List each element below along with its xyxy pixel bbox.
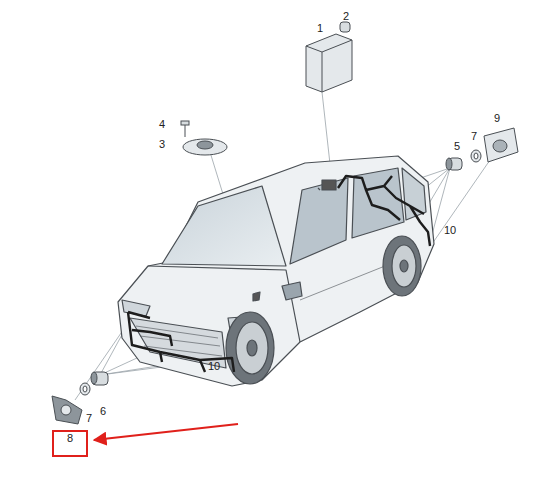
- callout-number: 5: [454, 140, 460, 152]
- pointer-arrow: [94, 424, 238, 440]
- callout-number: 7: [471, 130, 477, 142]
- callout-number: 10: [444, 224, 456, 236]
- callout-number: 9: [494, 112, 500, 124]
- sensor-parts: [52, 121, 518, 424]
- control-unit: [306, 22, 352, 92]
- callout-number: 10: [208, 360, 220, 372]
- callout-number: 1: [317, 22, 323, 34]
- callout-number: 4: [159, 118, 165, 130]
- callout-number: 6: [100, 405, 106, 417]
- callout-number: 7: [86, 412, 92, 424]
- highlight-box: 8: [52, 430, 88, 457]
- callout-number: 2: [343, 10, 349, 22]
- callout-number: 3: [159, 138, 165, 150]
- callout-number: 8: [67, 432, 73, 444]
- car-body: [118, 156, 434, 386]
- wiring-harness: [128, 176, 430, 372]
- leader-lines: [75, 92, 490, 400]
